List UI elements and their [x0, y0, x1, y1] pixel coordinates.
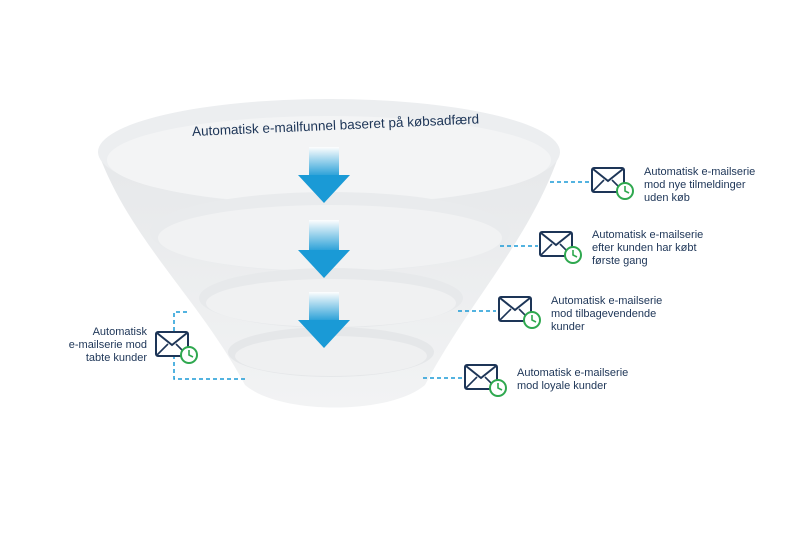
- down-arrow-icon: [298, 292, 350, 348]
- clock-icon: [180, 346, 198, 364]
- label-line: Automatisk e-mailserie: [592, 229, 704, 241]
- label-loyal: Automatisk e-mailserie mod loyale kunder: [517, 367, 628, 393]
- label-line: Automatisk e-mailserie: [551, 295, 663, 307]
- funnel-ring-4-inner: [235, 336, 427, 376]
- label-first-purchase: Automatisk e-mailserie efter kunden har …: [592, 229, 703, 268]
- down-arrow-icon: [298, 147, 350, 203]
- label-line: e-mailserie mod: [68, 339, 147, 351]
- clock-icon: [564, 246, 582, 264]
- label-line: efter kunden har købt: [592, 242, 697, 254]
- label-new-signups: Automatisk e-mailserie mod nye tilmeldin…: [644, 166, 755, 205]
- clock-icon: [616, 182, 634, 200]
- envelope-icon: [155, 331, 198, 364]
- label-line: uden køb: [644, 192, 690, 204]
- envelope-icon: [464, 364, 507, 397]
- label-line: mod tilbagevendende: [551, 308, 657, 320]
- label-line: Automatisk e-mailserie: [517, 367, 629, 379]
- label-line: Automatisk: [92, 326, 147, 338]
- label-line: mod nye tilmeldinger: [644, 179, 746, 191]
- label-line: tabte kunder: [85, 352, 147, 364]
- funnel: [98, 99, 560, 408]
- label-line: mod loyale kunder: [517, 380, 607, 392]
- envelope-icon: [591, 167, 634, 200]
- envelope-icon: [498, 296, 541, 329]
- connector-lost: [173, 311, 245, 380]
- connectors: [173, 181, 590, 380]
- envelope-icon: [539, 231, 582, 264]
- clock-icon: [523, 311, 541, 329]
- down-arrow-icon: [298, 220, 350, 278]
- label-line: kunder: [551, 321, 585, 333]
- clock-icon: [489, 379, 507, 397]
- label-line: Automatisk e-mailserie: [644, 166, 756, 178]
- label-line: første gang: [592, 255, 648, 267]
- label-returning: Automatisk e-mailserie mod tilbagevenden…: [551, 295, 662, 334]
- label-lost: Automatisk e-mailserie mod tabte kunder: [60, 326, 147, 365]
